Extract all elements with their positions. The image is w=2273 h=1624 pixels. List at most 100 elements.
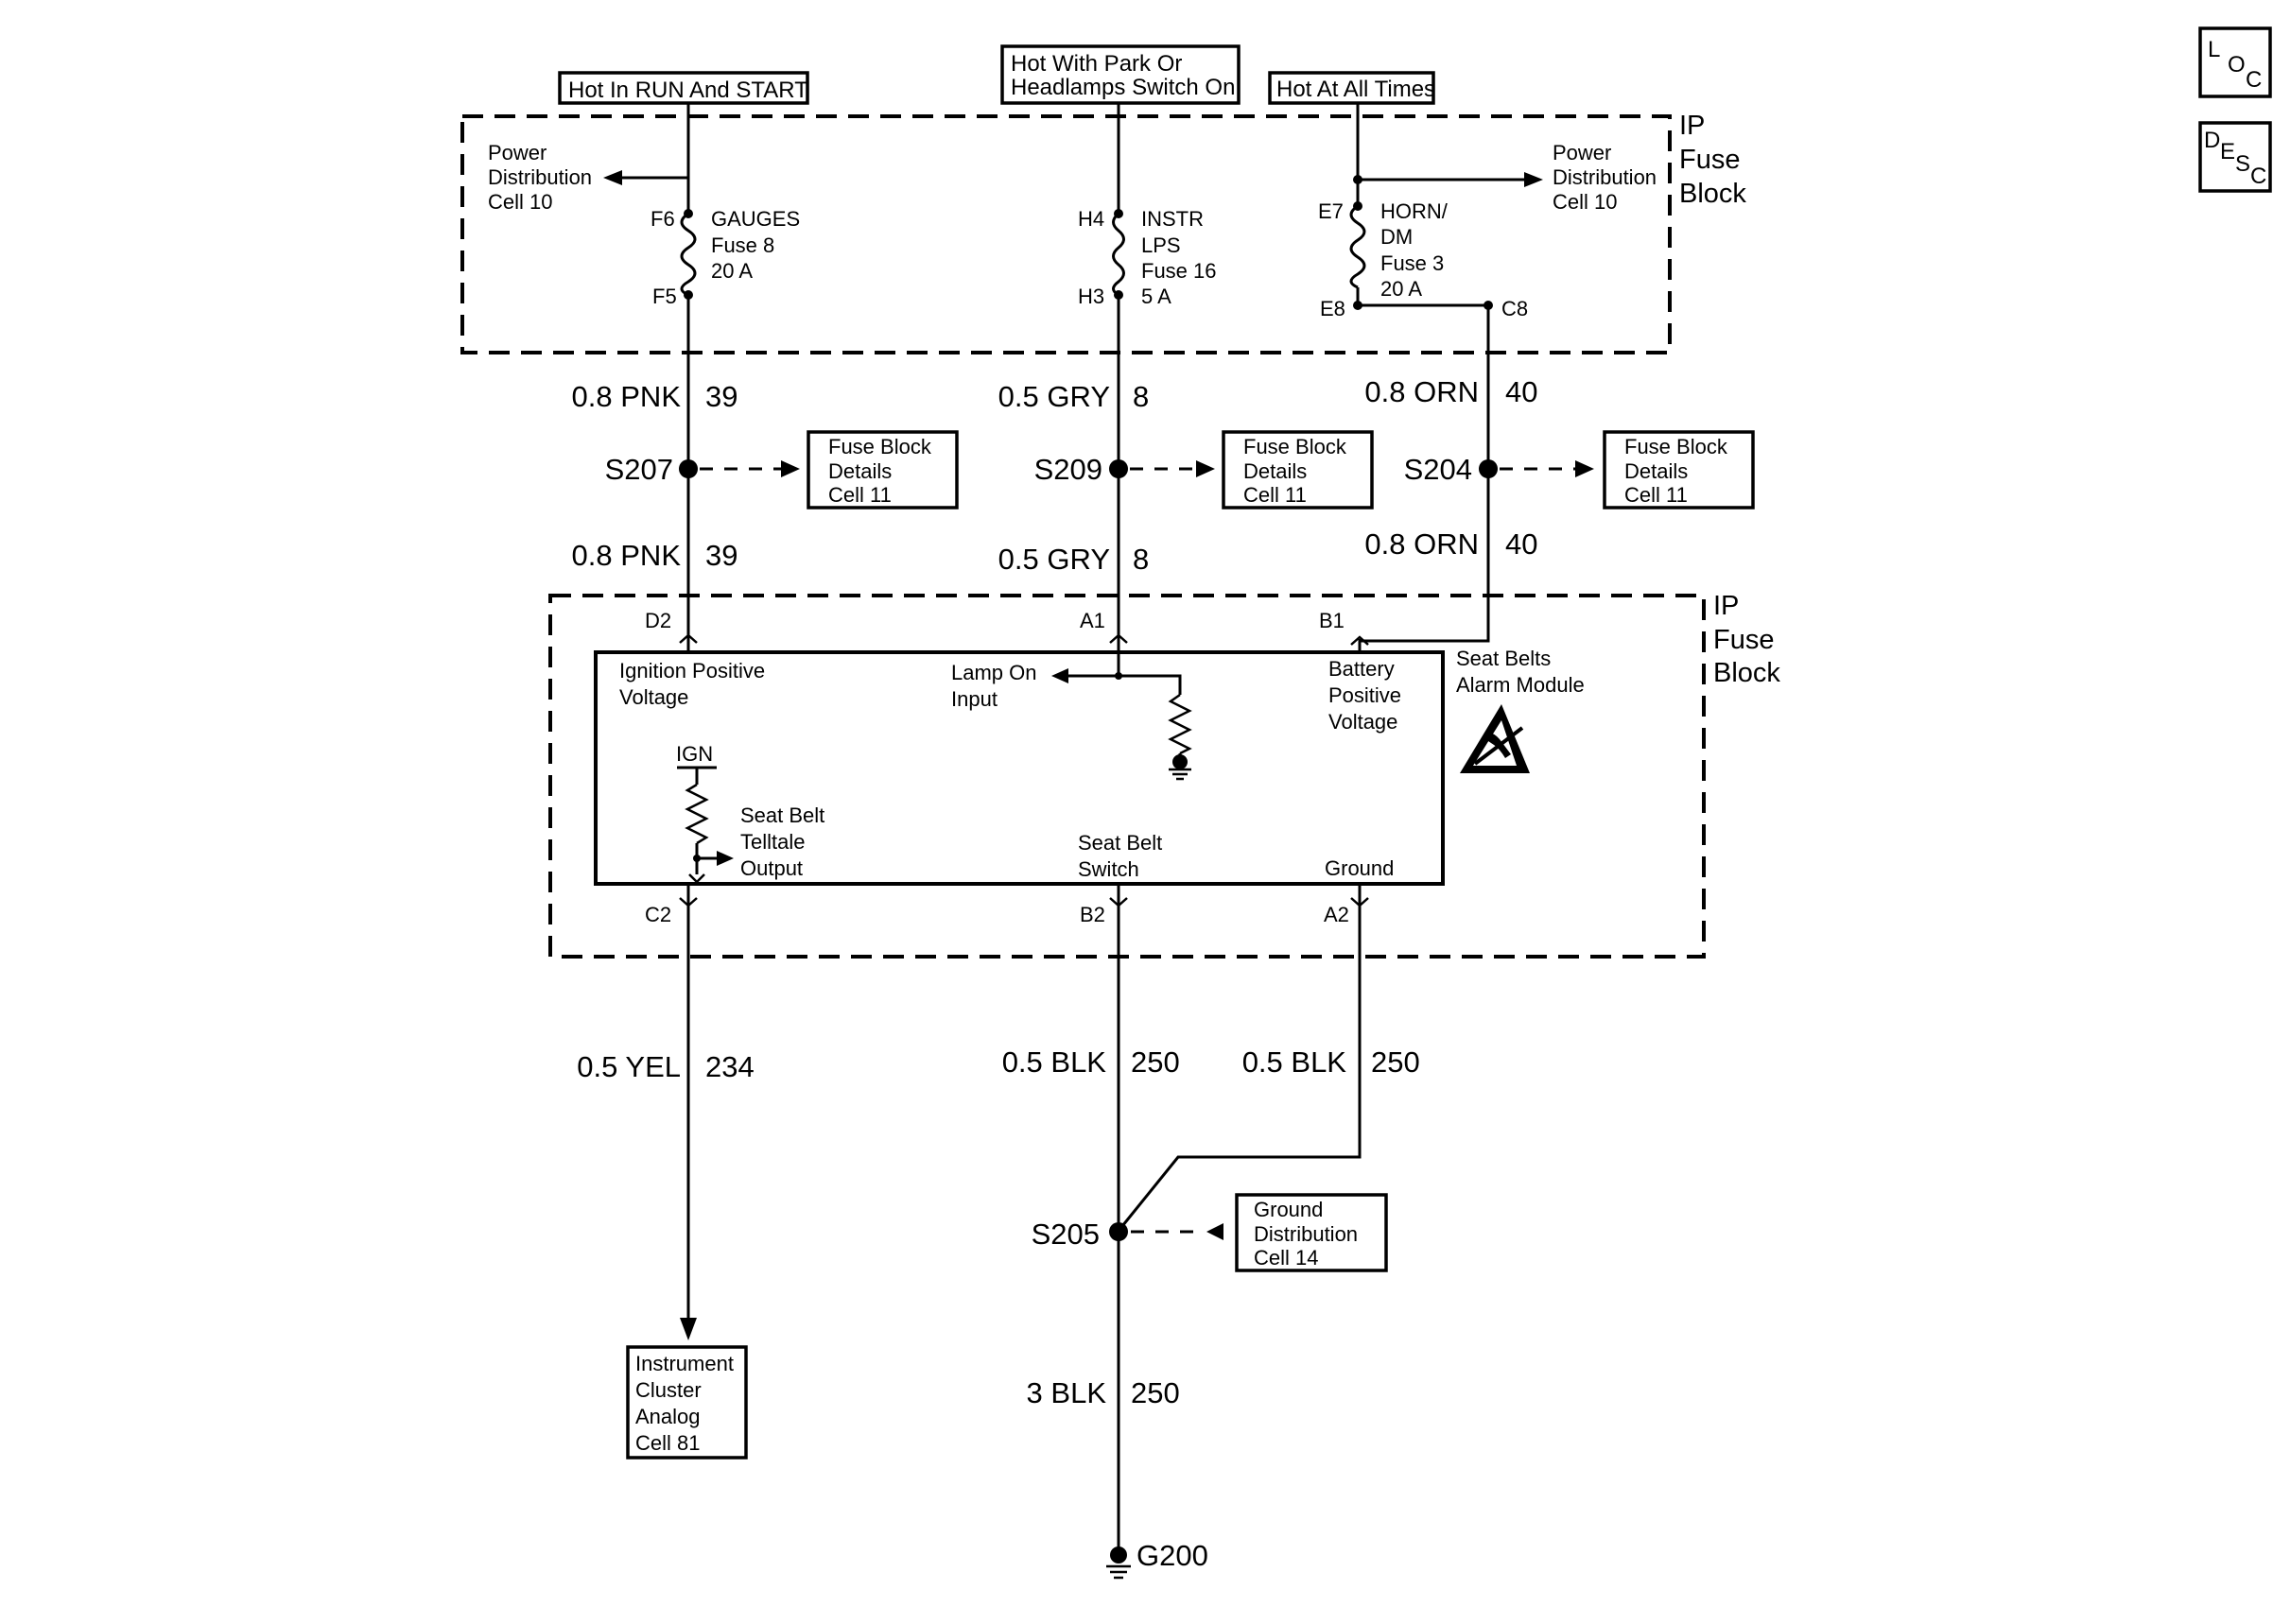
svg-text:Distribution: Distribution <box>1553 165 1657 189</box>
ip-fuse-block-bottom-outline <box>548 594 1706 959</box>
svg-text:Fuse Block: Fuse Block <box>1243 435 1347 458</box>
wire-label-gry-8-upper: 0.5 GRY 8 <box>998 380 1150 413</box>
svg-text:Distribution: Distribution <box>488 165 592 189</box>
module-name: Seat Belts Alarm Module <box>1456 647 1585 697</box>
battery-positive-voltage-label: Battery Positive Voltage <box>1328 657 1401 734</box>
svg-text:DM: DM <box>1380 225 1413 249</box>
svg-text:E7: E7 <box>1318 199 1344 223</box>
connector-c2: C2 <box>645 884 698 926</box>
svg-text:Input: Input <box>951 687 998 711</box>
svg-text:D2: D2 <box>645 609 671 632</box>
splice-s209: S209 <box>1034 453 1215 486</box>
svg-text:Cluster: Cluster <box>635 1378 702 1402</box>
svg-text:Cell 11: Cell 11 <box>1624 483 1688 507</box>
svg-text:39: 39 <box>705 539 737 572</box>
wire-label-blk-250-right: 0.5 BLK 250 <box>1242 1045 1420 1079</box>
svg-text:Instrument: Instrument <box>635 1352 734 1375</box>
svg-text:Hot In RUN And START: Hot In RUN And START <box>568 78 808 103</box>
svg-text:Alarm Module: Alarm Module <box>1456 673 1585 697</box>
svg-text:IP: IP <box>1679 111 1705 141</box>
ip-fuse-block-top-label: IP Fuse Block <box>1679 111 1746 209</box>
splice-s207: S207 <box>605 453 800 486</box>
svg-text:5 A: 5 A <box>1141 285 1171 308</box>
svg-text:C2: C2 <box>645 903 671 926</box>
svg-text:L: L <box>2208 37 2220 62</box>
svg-text:Telltale: Telltale <box>740 830 805 854</box>
svg-text:S205: S205 <box>1032 1218 1100 1251</box>
power-distribution-left: Power Distribution Cell 10 <box>488 141 592 214</box>
ref-fuse-block-details-3[interactable]: Fuse Block Details Cell 11 <box>1603 430 1755 510</box>
svg-text:F5: F5 <box>652 285 677 308</box>
svg-text:S207: S207 <box>605 453 673 486</box>
seat-belts-alarm-module <box>594 650 1445 886</box>
svg-text:8: 8 <box>1133 380 1149 413</box>
ignition-positive-voltage-label: Ignition Positive Voltage <box>619 659 765 709</box>
svg-text:INSTR: INSTR <box>1141 207 1204 231</box>
wire-label-gry-8-lower: 0.5 GRY 8 <box>998 543 1150 576</box>
svg-text:0.8 ORN: 0.8 ORN <box>1364 527 1479 561</box>
svg-text:O: O <box>2228 52 2246 78</box>
power-distribution-right: Power Distribution Cell 10 <box>1553 141 1657 214</box>
svg-text:Seat Belt: Seat Belt <box>740 803 824 827</box>
svg-text:S204: S204 <box>1404 453 1472 486</box>
svg-text:HORN/: HORN/ <box>1380 199 1449 223</box>
splice-s204: S204 <box>1404 453 1594 486</box>
svg-text:0.5 BLK: 0.5 BLK <box>1002 1045 1107 1079</box>
ip-fuse-block-bottom-label: IP Fuse Block <box>1713 591 1780 688</box>
seat-belt-switch-label: Seat Belt Switch <box>1078 831 1162 881</box>
svg-text:Fuse 8: Fuse 8 <box>711 233 774 257</box>
svg-text:3 BLK: 3 BLK <box>1027 1376 1107 1409</box>
svg-text:0.5 GRY: 0.5 GRY <box>998 380 1110 413</box>
svg-text:Fuse: Fuse <box>1713 625 1774 655</box>
svg-text:Switch: Switch <box>1078 857 1139 881</box>
svg-text:LPS: LPS <box>1141 233 1181 257</box>
ref-fuse-block-details-2[interactable]: Fuse Block Details Cell 11 <box>1222 430 1374 510</box>
fuse-gauges: F6 F5 GAUGES Fuse 8 20 A <box>651 207 800 308</box>
svg-text:Cell 11: Cell 11 <box>1243 483 1307 507</box>
svg-text:C8: C8 <box>1501 297 1528 320</box>
wire-label-pnk-39-lower: 0.8 PNK 39 <box>572 539 738 572</box>
svg-text:0.8 ORN: 0.8 ORN <box>1364 375 1479 408</box>
svg-text:H3: H3 <box>1078 285 1104 308</box>
svg-text:Ground: Ground <box>1254 1198 1323 1221</box>
wire-label-blk-250-3: 3 BLK 250 <box>1027 1376 1180 1409</box>
ref-fuse-block-details-1[interactable]: Fuse Block Details Cell 11 <box>807 430 959 510</box>
connector-a1: A1 <box>1080 609 1128 652</box>
source-all-times: Hot At All Times <box>1268 71 1435 105</box>
ign-label: IGN <box>676 742 713 766</box>
ground-label: Ground <box>1325 856 1394 880</box>
svg-text:0.8 PNK: 0.8 PNK <box>572 539 682 572</box>
fuse-instr-lps: H4 H3 INSTR LPS Fuse 16 5 A <box>1078 207 1217 308</box>
svg-text:Block: Block <box>1713 658 1780 688</box>
svg-text:Voltage: Voltage <box>1328 710 1397 734</box>
svg-text:Seat Belts: Seat Belts <box>1456 647 1551 670</box>
svg-text:Cell 10: Cell 10 <box>1553 190 1617 214</box>
svg-text:Fuse 16: Fuse 16 <box>1141 259 1217 283</box>
svg-text:Cell 81: Cell 81 <box>635 1431 700 1455</box>
svg-text:20 A: 20 A <box>711 259 753 283</box>
svg-text:Details: Details <box>1624 459 1688 483</box>
svg-text:0.8 PNK: 0.8 PNK <box>572 380 682 413</box>
svg-text:Cell 14: Cell 14 <box>1254 1246 1318 1270</box>
wire-label-blk-250-mid: 0.5 BLK 250 <box>1002 1045 1180 1079</box>
svg-text:Power: Power <box>1553 141 1611 164</box>
svg-text:Cell 11: Cell 11 <box>828 483 892 507</box>
svg-text:Distribution: Distribution <box>1254 1222 1358 1246</box>
svg-text:IP: IP <box>1713 591 1739 621</box>
esd-warning-icon <box>1460 704 1530 773</box>
desc-button[interactable]: D E S C <box>2198 121 2272 193</box>
ref-ground-distribution[interactable]: Ground Distribution Cell 14 <box>1235 1193 1388 1272</box>
svg-text:Fuse: Fuse <box>1679 145 1740 175</box>
svg-text:Fuse 3: Fuse 3 <box>1380 251 1444 275</box>
svg-text:A1: A1 <box>1080 609 1105 632</box>
svg-text:20 A: 20 A <box>1380 277 1422 301</box>
loc-button[interactable]: L O C <box>2198 26 2272 98</box>
svg-text:GAUGES: GAUGES <box>711 207 800 231</box>
svg-text:C: C <box>2250 164 2266 189</box>
ref-instrument-cluster[interactable]: Instrument Cluster Analog Cell 81 <box>626 1345 748 1460</box>
svg-text:Details: Details <box>1243 459 1307 483</box>
connector-b1: B1 <box>1319 609 1369 646</box>
svg-text:E8: E8 <box>1320 297 1345 320</box>
svg-text:Analog: Analog <box>635 1405 701 1428</box>
